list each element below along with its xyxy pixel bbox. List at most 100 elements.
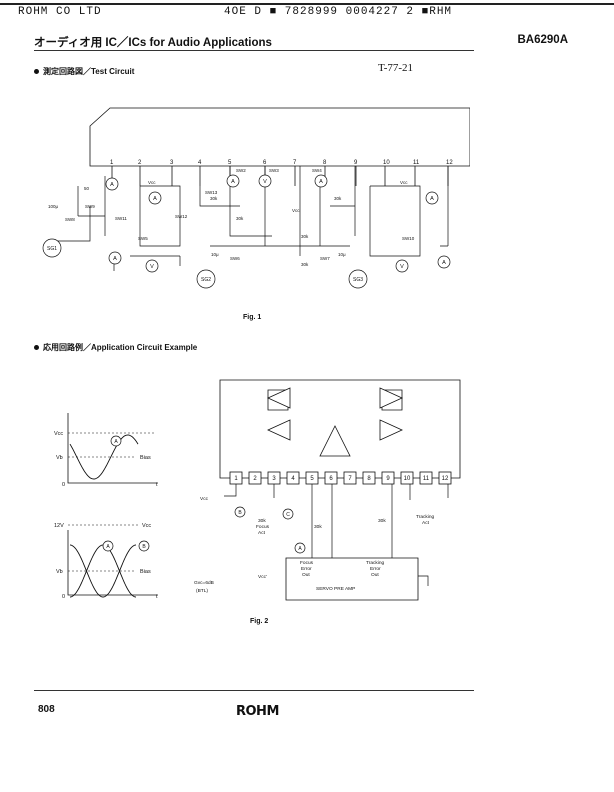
pin-label: 3 bbox=[170, 160, 174, 166]
svg-text:V: V bbox=[150, 264, 154, 270]
svg-text:V: V bbox=[263, 179, 267, 185]
graph1-axes bbox=[67, 413, 158, 484]
svg-text:Focus: Focus bbox=[256, 524, 270, 530]
svg-text:Vcc: Vcc bbox=[292, 208, 300, 213]
pin-number: 6 bbox=[329, 476, 333, 482]
pin-number: 8 bbox=[367, 476, 371, 482]
svg-text:Out: Out bbox=[371, 572, 379, 578]
svg-text:B: B bbox=[142, 544, 146, 550]
scan-header-right: 4OE D ■ 7828999 0004227 2 ■RHM bbox=[224, 6, 453, 18]
svg-text:(BTL): (BTL) bbox=[196, 588, 208, 594]
pin-number: 3 bbox=[272, 476, 276, 482]
signal-generator-labels: SG1 SG2 SG3 bbox=[47, 246, 363, 283]
pin-label: 12 bbox=[446, 160, 453, 166]
svg-text:SW4: SW4 bbox=[312, 168, 322, 173]
svg-text:SW6: SW6 bbox=[230, 256, 240, 261]
svg-text:C: C bbox=[286, 512, 290, 518]
pin-box bbox=[324, 471, 338, 485]
pin-number: 10 bbox=[404, 476, 411, 482]
pin-number: 4 bbox=[291, 476, 295, 482]
switch-labels: SW2 SW3 SW4 SW5 SW6 SW7 SW8 SW9 SW10 SW1… bbox=[65, 168, 415, 261]
svg-text:30k: 30k bbox=[236, 216, 244, 221]
pin-box bbox=[286, 471, 300, 485]
ic-package-outline bbox=[89, 107, 470, 167]
pin-box bbox=[419, 471, 433, 485]
ic-pin-leads bbox=[111, 166, 449, 186]
svg-text:A: A bbox=[110, 182, 114, 188]
svg-text:Focus: Focus bbox=[300, 560, 314, 566]
pin-label: 4 bbox=[198, 160, 202, 166]
svg-text:10μ: 10μ bbox=[211, 252, 219, 257]
svg-text:Bias: Bias bbox=[140, 569, 151, 575]
pin-number: 5 bbox=[310, 476, 314, 482]
svg-text:50: 50 bbox=[84, 186, 90, 191]
svg-text:Gvc=6dB: Gvc=6dB bbox=[194, 580, 214, 586]
graph1-sine bbox=[69, 434, 139, 480]
svg-text:A: A bbox=[298, 546, 302, 552]
svg-text:A: A bbox=[153, 196, 157, 202]
svg-text:Bias: Bias bbox=[140, 455, 151, 461]
meters bbox=[42, 174, 451, 289]
pin-box bbox=[248, 471, 262, 485]
svg-text:A: A bbox=[231, 179, 235, 185]
svg-text:A: A bbox=[106, 544, 110, 550]
pin-number: 2 bbox=[253, 476, 257, 482]
svg-text:SG2: SG2 bbox=[201, 277, 211, 283]
pin-number: 9 bbox=[386, 476, 390, 482]
svg-text:SW9: SW9 bbox=[85, 204, 95, 209]
svg-text:Act: Act bbox=[422, 520, 430, 526]
svg-text:100μ: 100μ bbox=[48, 204, 59, 209]
svg-text:30k: 30k bbox=[301, 262, 309, 267]
top-border bbox=[0, 3, 614, 5]
svg-text:Vb: Vb bbox=[56, 455, 63, 461]
part-number: BA6290A bbox=[517, 34, 569, 46]
scan-header-left: ROHM CO LTD bbox=[18, 6, 102, 18]
svg-text:Out: Out bbox=[302, 572, 310, 578]
figure-2-caption: Fig. 2 bbox=[250, 618, 269, 625]
pin-box bbox=[362, 471, 376, 485]
section-application: 応用回路例／Application Circuit Example bbox=[34, 342, 197, 353]
svg-text:30k: 30k bbox=[378, 518, 386, 524]
svg-text:SW5: SW5 bbox=[138, 236, 148, 241]
pin-box bbox=[438, 471, 452, 485]
svg-text:0: 0 bbox=[62, 594, 65, 600]
svg-text:10μ: 10μ bbox=[338, 252, 346, 257]
pin-label: 2 bbox=[138, 160, 142, 166]
graph2-axes bbox=[67, 530, 158, 596]
svg-text:Vcc: Vcc bbox=[400, 180, 408, 185]
resistor-labels: 30k 30k 30k 30k 30k 50 100μ 10μ 10μ bbox=[48, 186, 346, 267]
section-test-circuit: 測定回路図／Test Circuit bbox=[34, 66, 134, 77]
svg-text:0: 0 bbox=[62, 482, 65, 488]
svg-text:30k: 30k bbox=[301, 234, 309, 239]
svg-text:Vcc': Vcc' bbox=[258, 574, 267, 580]
pin-label: 11 bbox=[413, 160, 420, 166]
ic-outline bbox=[219, 379, 461, 479]
svg-text:SW2: SW2 bbox=[236, 168, 246, 173]
pin-boxes bbox=[229, 471, 452, 485]
servo-amp-box bbox=[285, 557, 419, 601]
svg-text:t: t bbox=[156, 482, 158, 488]
test-circuit-wiring bbox=[50, 166, 449, 271]
svg-text:SERVO PRE AMP: SERVO PRE AMP bbox=[316, 586, 355, 592]
svg-text:30k: 30k bbox=[210, 196, 218, 201]
svg-text:SW11: SW11 bbox=[115, 216, 127, 221]
graph2-sine-a bbox=[69, 544, 137, 598]
bullet-icon bbox=[34, 345, 39, 351]
svg-text:SW12: SW12 bbox=[175, 214, 188, 219]
svg-text:30k: 30k bbox=[334, 196, 342, 201]
waveform-graphs: Vcc Vb Bias 0 t 12V Vcc Vb Bias 0 t A A … bbox=[54, 413, 158, 600]
svg-text:A: A bbox=[430, 196, 434, 202]
svg-text:30k: 30k bbox=[258, 518, 266, 524]
rohm-logo: ROHM bbox=[236, 704, 279, 719]
pin-box bbox=[400, 471, 414, 485]
svg-text:A: A bbox=[114, 439, 118, 445]
footer-rule bbox=[34, 690, 474, 691]
pin-label: 9 bbox=[354, 160, 358, 166]
svg-text:A: A bbox=[442, 260, 446, 266]
svg-text:Vcc: Vcc bbox=[200, 496, 209, 502]
svg-text:SW10: SW10 bbox=[402, 236, 415, 241]
